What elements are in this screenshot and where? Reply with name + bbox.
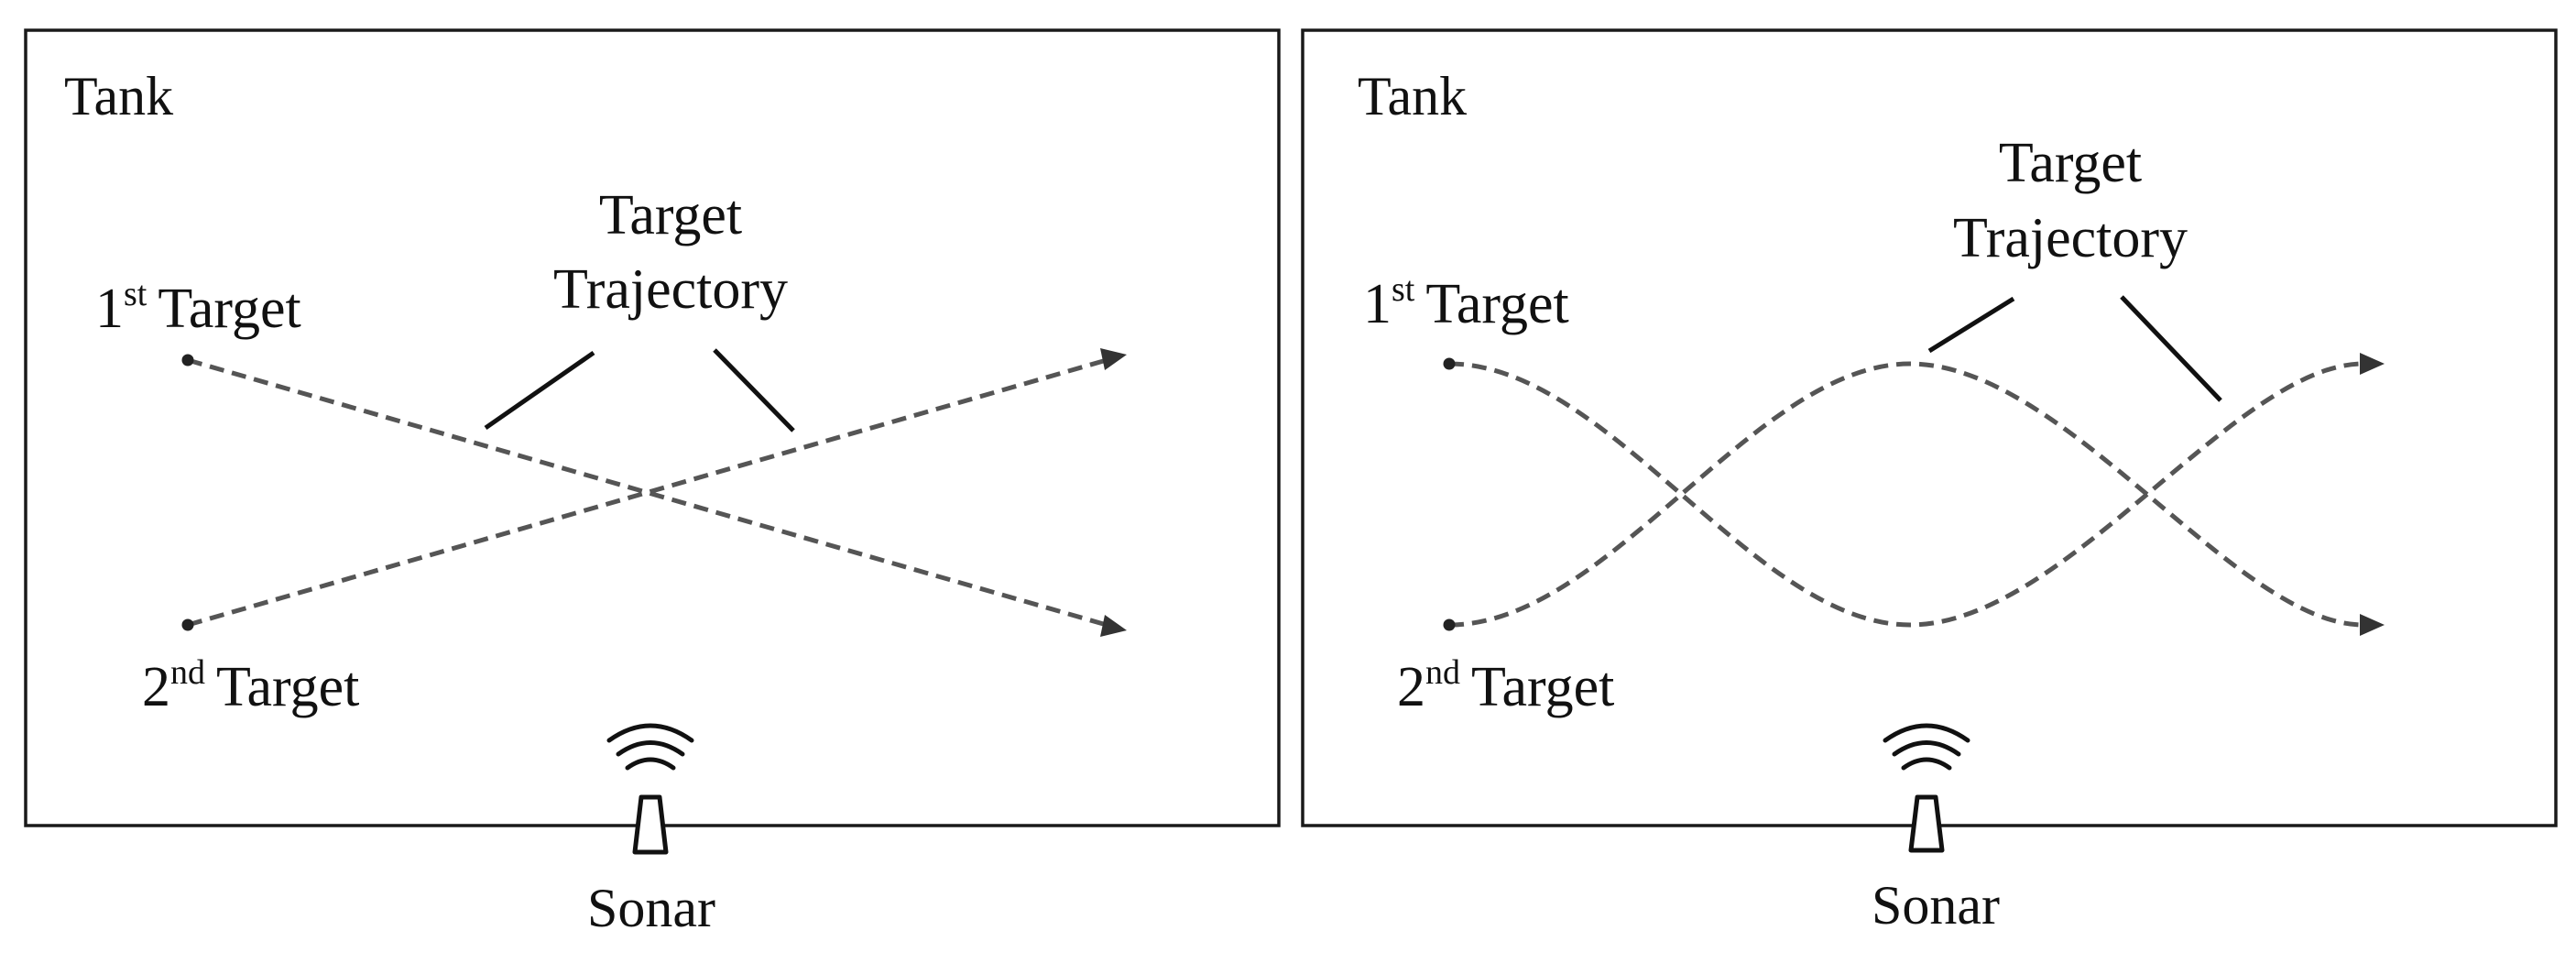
arrowhead-icon [2360,614,2385,636]
arrowhead-icon [1100,348,1127,370]
left-tank-label: Tank [64,66,173,126]
sonar-body [632,794,669,855]
sonar-icon [1883,723,1970,853]
right-leader-line-1 [1927,296,2015,354]
right-tank-label: Tank [1358,66,1467,126]
sonar-icon [606,723,694,855]
right-trajectory-target2 [1448,361,2364,628]
left-leader-line-1 [484,350,595,431]
left-tank-frame [24,28,1281,827]
right-trajectory-target1 [1448,361,2364,628]
start-dot-icon [1443,357,1456,370]
right-leader-line-2 [2120,295,2222,402]
left-leader-line-2 [713,348,795,432]
right-sonar-label: Sonar [1872,875,2000,936]
start-dot-icon [181,354,194,367]
right-trajectory-label-line1: Target [1999,132,2142,194]
sonar-wave [625,757,676,771]
sonar-wave [606,723,694,743]
sonar-wave [1892,740,1961,757]
sonar-wave [616,740,685,757]
right-trajectory-label-line2: Trajectory [1953,207,2188,269]
start-dot-icon [181,618,194,631]
sonar-body [1908,794,1945,853]
left-trajectory-label-line2: Trajectory [553,258,788,321]
left-trajectory-label-line1: Target [599,184,742,246]
arrowhead-icon [1100,615,1127,637]
start-dot-icon [1443,618,1456,631]
sonar-wave [1901,757,1952,771]
left-sonar-label: Sonar [587,878,715,938]
sonar-wave [1883,723,1970,743]
arrowhead-icon [2360,353,2385,375]
